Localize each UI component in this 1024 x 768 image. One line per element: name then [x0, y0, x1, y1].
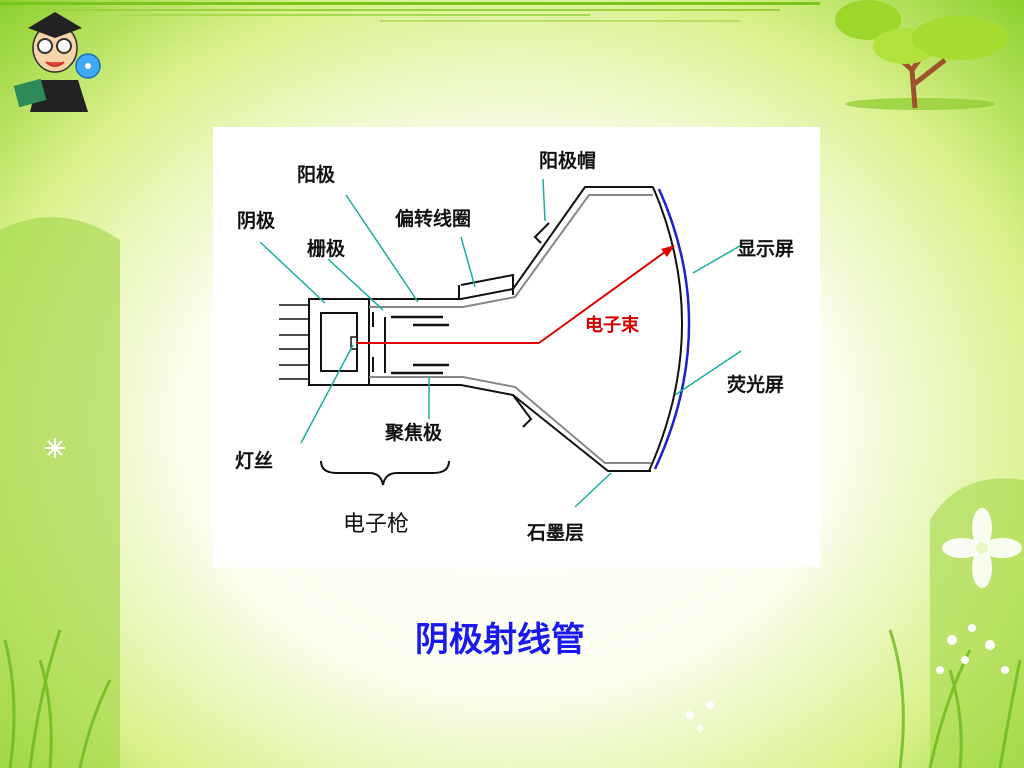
- label-grid: 栅极: [307, 237, 346, 260]
- pinwheel-flower-icon: [942, 508, 1022, 588]
- teacher-mascot-icon: [13, 12, 101, 112]
- screen-glass: [648, 186, 683, 472]
- grass-left: [3, 629, 112, 768]
- leader-lines: [259, 178, 746, 508]
- diagram-panel: 阳极 阳极帽 阴极 偏转线圈 栅极 显示屏 电子束 荧光屏 聚焦极 灯丝 电子枪…: [213, 127, 820, 567]
- focusing-plates: [391, 315, 449, 375]
- top-stripe: [0, 9, 780, 11]
- crt-diagram: 阳极 阳极帽 阴极 偏转线圈 栅极 显示屏 电子束 荧光屏 聚焦极 灯丝 电子枪…: [235, 149, 794, 544]
- label-fluorescent-screen: 荧光屏: [727, 373, 784, 396]
- label-graphite-layer: 石墨层: [526, 522, 584, 544]
- label-electron-beam: 电子束: [585, 314, 640, 336]
- label-deflection-coil: 偏转线圈: [395, 207, 471, 230]
- label-cathode: 阴极: [237, 209, 276, 232]
- label-anode-cap: 阳极帽: [539, 149, 596, 172]
- label-display-screen: 显示屏: [737, 238, 794, 260]
- tree-icon: [835, 0, 1008, 110]
- diagram-caption: 阴极射线管: [415, 620, 585, 660]
- left-hill: [0, 217, 120, 768]
- top-stripe: [380, 20, 740, 22]
- fluorescent-layer: [653, 188, 691, 470]
- label-electron-gun: 电子枪: [343, 512, 409, 537]
- grass-right: [888, 629, 1022, 768]
- sparkle-icon: [45, 438, 65, 458]
- electron-beam-path: [357, 245, 675, 344]
- top-stripe: [120, 14, 590, 16]
- back-pins: [279, 304, 309, 380]
- label-focusing-electrode: 聚焦极: [384, 421, 443, 444]
- tube-outline: [369, 186, 653, 472]
- label-filament: 灯丝: [235, 449, 273, 472]
- flower-cluster: [686, 624, 1009, 731]
- electron-gun-brace: [320, 460, 450, 486]
- top-stripe: [0, 2, 820, 5]
- label-anode: 阳极: [297, 163, 336, 186]
